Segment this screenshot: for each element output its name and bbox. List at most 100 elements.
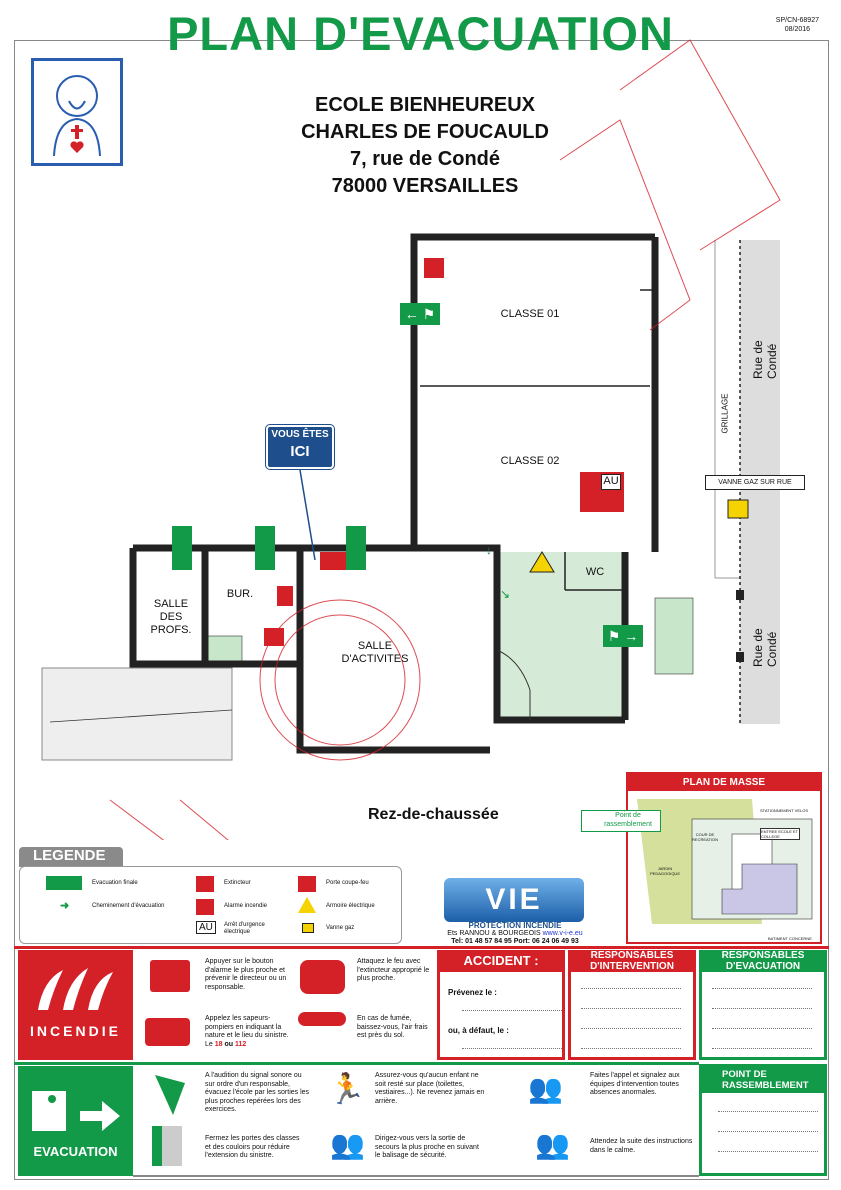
evacuation-step: Assurez-vous qu'aucun enfant ne soit res… [375, 1072, 485, 1105]
company-logo: VIE [444, 878, 584, 922]
legend-label: Alarme incendie [224, 903, 268, 909]
fire-step: Appuyer sur le bouton d'alarme le plus p… [205, 958, 287, 991]
accident-title: ACCIDENT : [437, 950, 565, 972]
accident-panel: ACCIDENT : Prévenez le : ou, à défaut, l… [437, 950, 565, 1060]
assembly-point-panel: POINT DE RASSEMBLEMENT [699, 1064, 827, 1176]
evacuation-step: Fermez les portes des classes et des cou… [205, 1135, 300, 1159]
evacuation-section-header: EVACUATION [18, 1066, 133, 1176]
street-label: Rue de Condé [751, 628, 779, 667]
company-phone: Tel: 01 48 57 84 95 Port: 06 24 06 49 93 [451, 938, 579, 945]
emergency-number: 18 [214, 1040, 223, 1048]
room-wc: WC [585, 566, 605, 578]
assembly-point-title: POINT DE RASSEMBLEMENT [702, 1067, 824, 1093]
fire-truck-icon [145, 1018, 190, 1046]
name-field [712, 1028, 812, 1029]
you-are-here-text: VOUS ÊTES [271, 429, 329, 440]
intervention-title: RESPONSABLES D'INTERVENTION [568, 950, 696, 972]
company-name: PROTECTION INCENDIE [468, 921, 562, 930]
svg-text:↓: ↓ [486, 543, 492, 557]
evacuation-resp-panel: RESPONSABLES D'EVACUATION [699, 950, 827, 1060]
svg-text:← ⚑: ← ⚑ [405, 306, 435, 322]
fire-section-header: INCENDIE [18, 950, 133, 1060]
fence-label: GRILLAGE [720, 393, 730, 434]
floor-level-label: Rez-de-chaussée [368, 806, 499, 823]
room-bureau: BUR. [226, 588, 254, 600]
accident-defaut: ou, à défaut, le : [448, 1026, 509, 1035]
evacuation-band-divider [14, 1062, 699, 1065]
name-field [581, 1008, 681, 1009]
smoke-crawl-icon [298, 1012, 346, 1026]
fire-step: Attaquez le feu avec l'extincteur approp… [357, 958, 430, 982]
alarm-button-icon [150, 960, 190, 992]
evacuation-path-arrow-icon: ➜ [60, 900, 70, 912]
accident-prevenez: Prévenez le : [448, 988, 497, 997]
legend-label: Evacuation finale [92, 880, 138, 886]
extinguisher-icon [196, 876, 214, 892]
phone-field [462, 1048, 562, 1049]
site-label-jardin: JARDIN PEDAGOGIQUE [649, 866, 680, 876]
fire-step-text: Appelez les sapeurs-pompiers en indiquan… [205, 1015, 289, 1048]
legend: Evacuation finale ➜ Cheminement d'évacua… [19, 866, 402, 944]
fire-alarm-icon [196, 899, 214, 915]
emergency-number: 112 [235, 1040, 247, 1048]
school-logo [31, 58, 123, 166]
phone-field [462, 1010, 562, 1011]
evacuation-exit-icon [46, 876, 82, 890]
room-classe-01: CLASSE 01 [500, 308, 560, 320]
gas-valve-label: VANNE GAZ SUR RUE [705, 475, 805, 490]
legend-label: Arrêt d'urgence électrique [224, 922, 265, 935]
fire-band-divider [14, 946, 829, 949]
company-info: PROTECTION INCENDIE Ets RANNOU & BOURGEO… [430, 922, 600, 946]
evacuation-section-label: EVACUATION [33, 1144, 118, 1159]
legend-label: Porte coupe-feu [326, 880, 369, 886]
room-label: SALLE [357, 640, 393, 652]
evacuation-resp-title: RESPONSABLES D'EVACUATION [699, 950, 827, 972]
legend-label: Armoire électrique [326, 903, 375, 909]
legend-label: Cheminement d'évacuation [92, 903, 165, 909]
site-plan: PLAN DE MASSE COUR DE RECREATION JARDIN … [626, 772, 822, 944]
evacuation-step: A l'audition du signal sonore ou sur ord… [205, 1072, 310, 1113]
fire-step: Appelez les sapeurs-pompiers en indiquan… [205, 1015, 290, 1049]
page-title: PLAN D'EVACUATION [167, 7, 674, 60]
site-label-entrance: ENTREE ECOLE ET COLLEGE [760, 828, 800, 840]
room-label: SALLE [153, 598, 189, 610]
page-frame [14, 40, 829, 1180]
street-label: Rue de Condé [751, 340, 779, 379]
room-classe-02: CLASSE 02 [500, 455, 560, 467]
name-field [581, 1028, 681, 1029]
fire-section-label: INCENDIE [30, 1023, 121, 1039]
extinguishers-icon [300, 960, 345, 994]
name-field [581, 988, 681, 989]
legend-label: Vanne gaz [326, 925, 355, 931]
fire-step-or: ou [224, 1040, 234, 1048]
emergency-stop-icon: AU [196, 921, 216, 934]
floor-plan: ← ⚑ ⚑ → ↓ ↘ [41, 39, 781, 840]
location-field [718, 1151, 818, 1152]
name-field [581, 1048, 681, 1049]
site-label-parking: STATIONNEMENT VELOS [760, 808, 809, 813]
follow-exit-icon: 👥 [330, 1129, 365, 1160]
exit-running-man-icon [32, 1091, 120, 1131]
evacuation-step: Attendez la suite des instructions dans … [590, 1138, 693, 1154]
room-label: D'ACTIVITES [341, 653, 409, 665]
evacuation-step: Dirigez-vous vers la sortie de secours l… [375, 1135, 479, 1159]
evacuation-band-bottom [133, 1175, 699, 1177]
company-website-link[interactable]: www.v-i-e.eu [542, 930, 583, 937]
name-field [712, 1048, 812, 1049]
evacuation-step: Faites l'appel et signalez aux équipes d… [590, 1072, 680, 1096]
wait-calmly-icon: 👥 [535, 1129, 570, 1160]
you-are-here-ici: ICI [290, 443, 310, 460]
emergency-stop-au: AU [601, 474, 621, 490]
legend-label: Extincteur [224, 880, 251, 886]
room-label: PROFS. [150, 624, 192, 636]
svg-text:↘: ↘ [500, 587, 510, 601]
roll-call-icon: 👥 [528, 1073, 563, 1104]
ref-date: 08/2016 [784, 26, 811, 33]
close-door-icon [152, 1126, 182, 1166]
school-street: 7, rue de Condé [349, 148, 501, 170]
fire-door-icon [298, 876, 316, 892]
school-address: ECOLE BIENHEUREUX CHARLES DE FOUCAULD 7,… [240, 92, 610, 200]
intervention-panel: RESPONSABLES D'INTERVENTION [568, 950, 696, 1060]
